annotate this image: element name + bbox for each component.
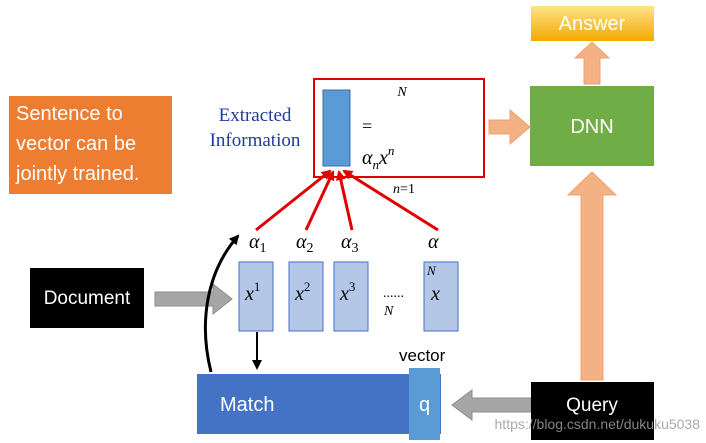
jointly-trained-note: Sentence to vector can be jointly traine… [9,96,172,194]
match-node: Match q [197,368,441,440]
sum-upper-limit: N [396,85,407,100]
query-to-match-arrow [451,389,532,421]
alpha-3: α3 [341,231,359,256]
vector-1-label: x1 [244,279,260,305]
dnn-node: DNN [530,86,654,166]
attention-arrows [255,169,439,232]
extracted-information-box: N = αnxn [313,78,485,178]
query-to-dnn-arrow [566,171,618,381]
ellipsis-dots: ...... [383,286,404,301]
vector-cell-1: x1 [238,261,274,332]
document-to-vectors-arrow [154,282,233,316]
extracted-to-dnn-arrow [488,108,531,146]
vector-N-superscript: N [426,263,437,278]
query-node: Query [531,382,654,440]
dnn-to-answer-arrow [573,41,611,85]
alpha-N: α [428,231,439,253]
vector-label: vector [399,346,446,365]
q-label: q [419,394,430,416]
dnn-label: DNN [570,116,613,138]
sum-lower-limit: n=1 [393,182,415,197]
sum-term: αnxn [362,143,394,172]
extracted-label-line-2: Information [210,130,301,151]
query-vector-cell [409,368,440,440]
match-to-alpha-arrow [203,234,240,373]
vector-3-label: x3 [339,279,355,305]
watermark: https://blog.csdn.net/dukuku5038 [495,416,701,432]
document-label: Document [44,288,131,309]
alpha-2: α2 [296,231,314,256]
document-node: Document [30,268,144,328]
vector-cell-3: x3 [333,261,369,332]
query-label: Query [566,395,618,416]
vector-cell-N: N x [423,261,459,332]
answer-node: Answer [531,6,654,41]
note-line-1: Sentence to [16,103,123,125]
alpha-1: α1 [249,231,267,256]
note-line-2: vector can be [16,133,136,155]
note-line-3: jointly trained. [15,163,139,185]
extracted-vector-bar [322,89,351,167]
vector-2-label: x2 [294,279,310,305]
match-label: Match [220,394,274,416]
answer-label: Answer [559,13,626,35]
vector-N-label: x [430,283,440,305]
equals-sign: = [362,116,372,136]
extracted-label-line-1: Extracted [219,105,292,126]
dots-subscript: N [383,304,394,319]
vector-cell-2: x2 [288,261,324,332]
